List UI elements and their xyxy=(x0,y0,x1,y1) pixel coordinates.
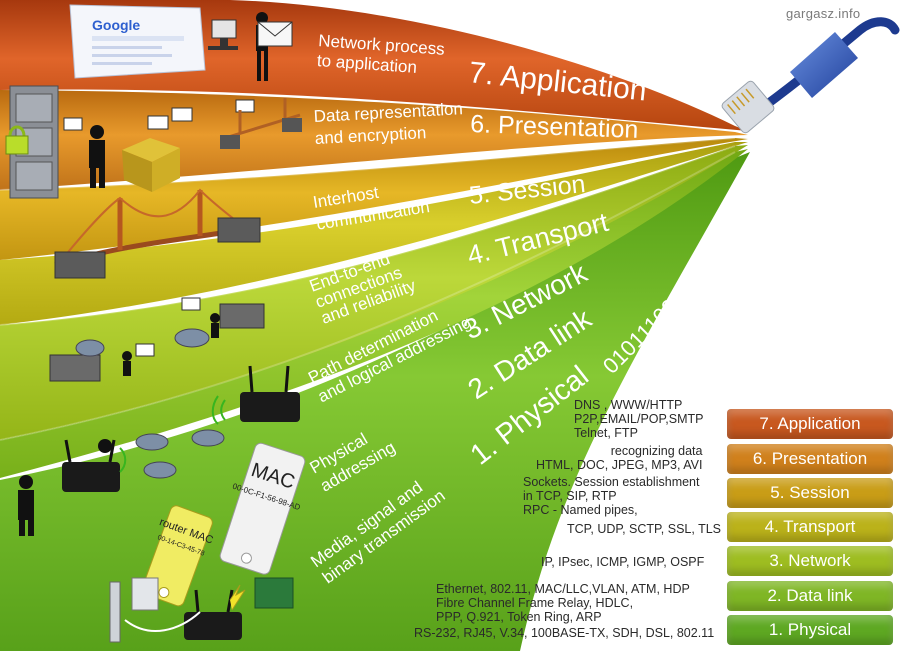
legend-network: 3. Network xyxy=(727,546,893,576)
bridge-icon xyxy=(54,188,261,279)
cardboard-box-icon xyxy=(122,138,180,192)
padlock-icon xyxy=(5,125,29,155)
legend-session: 5. Session xyxy=(727,478,893,508)
rj45-cable-icon xyxy=(721,17,900,134)
google-browser-icon: Google xyxy=(69,4,206,79)
legend-data-link: 2. Data link xyxy=(727,581,893,611)
router-mac-tag-icon: router MAC 00-14-C3-45-78 xyxy=(141,505,215,607)
router-icon xyxy=(62,429,225,492)
band-data-link xyxy=(0,149,748,478)
protocols-physical: RS-232, RJ45, V.34, 100BASE-TX, SDH, DSL… xyxy=(414,626,715,640)
google-logo: Google xyxy=(92,17,140,33)
protocols-presentation: recognizing data HTML, DOC, JPEG, MP3, A… xyxy=(536,444,703,472)
legend-physical: 1. Physical xyxy=(727,615,893,645)
band-transport xyxy=(0,142,748,325)
wireless-router-icon xyxy=(211,365,300,425)
band-network xyxy=(0,145,748,440)
computer-user-icon xyxy=(208,12,293,81)
small-bridge-icon xyxy=(220,98,302,149)
layer-6-name: 6. Presentation xyxy=(470,110,639,144)
legend-transport: 4. Transport xyxy=(727,512,893,542)
person-with-envelope-icon xyxy=(63,117,105,188)
band-seam xyxy=(0,151,736,441)
filing-cabinet-icon xyxy=(9,85,59,199)
watermark: gargasz.info xyxy=(786,6,861,21)
police-officer-icon xyxy=(18,475,34,536)
network-devices-icon xyxy=(49,297,265,382)
mac-tag-icon: MAC 00-0C-F1-56-98-AD xyxy=(219,442,306,575)
protocols-network: IP, IPsec, ICMP, IGMP, OSPF xyxy=(541,555,705,569)
legend-presentation: 6. Presentation xyxy=(727,444,893,474)
band-seam xyxy=(0,145,736,326)
protocols-session: Sockets. Session establishment in TCP, S… xyxy=(523,475,700,517)
envelopes-icon xyxy=(147,99,255,130)
physical-devices-icon xyxy=(109,577,294,643)
protocols-data-link: Ethernet, 802.11, MAC/LLC,VLAN, ATM, HDP… xyxy=(436,582,690,624)
protocols-application: DNS , WWW/HTTP P2P,EMAIL/POP,SMTP Telnet… xyxy=(574,398,704,440)
band-session xyxy=(0,138,748,260)
protocols-transport: TCP, UDP, SCTP, SSL, TLS xyxy=(567,522,722,536)
band-seam xyxy=(0,137,736,191)
legend-application: 7. Application xyxy=(727,409,893,439)
